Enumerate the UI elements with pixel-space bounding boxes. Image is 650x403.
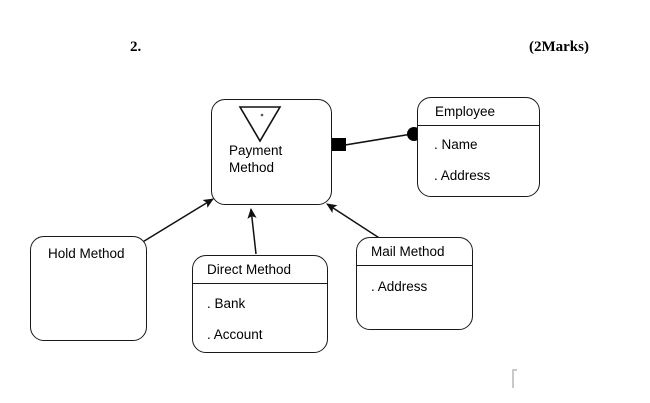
attribute-item: . Address xyxy=(371,279,428,294)
abstract-triangle-icon xyxy=(238,106,282,143)
class-node-employee[interactable]: Employee . Name . Address xyxy=(417,97,540,197)
class-name-hold-method: Hold Method xyxy=(48,246,125,261)
class-name-mail-method: Mail Method xyxy=(371,244,445,259)
connector-hold-payment xyxy=(140,198,214,244)
attribute-item: . Name xyxy=(434,137,478,152)
connector-payment-employee xyxy=(327,127,421,151)
class-node-payment-method[interactable]: Payment Method xyxy=(211,99,332,205)
text-cursor-artifact xyxy=(512,369,517,388)
attribute-item: . Account xyxy=(207,327,263,342)
attribute-item: . Address xyxy=(434,168,491,183)
class-name-employee: Employee xyxy=(435,104,496,119)
class-name-payment-method: Payment Method xyxy=(229,143,283,175)
class-divider xyxy=(418,125,539,126)
class-name-direct-method: Direct Method xyxy=(207,262,292,277)
connector-mail-payment xyxy=(326,203,388,244)
question-number: 2. xyxy=(130,39,142,55)
class-node-mail-method[interactable]: Mail Method . Address xyxy=(356,237,473,330)
class-divider xyxy=(193,283,327,284)
class-node-hold-method[interactable]: Hold Method xyxy=(30,236,147,341)
marks-label: (2Marks) xyxy=(529,39,589,55)
class-divider xyxy=(357,265,472,266)
attribute-item: . Bank xyxy=(207,296,246,311)
connector-direct-payment xyxy=(247,207,257,255)
class-node-direct-method[interactable]: Direct Method . Bank . Account xyxy=(192,255,328,353)
